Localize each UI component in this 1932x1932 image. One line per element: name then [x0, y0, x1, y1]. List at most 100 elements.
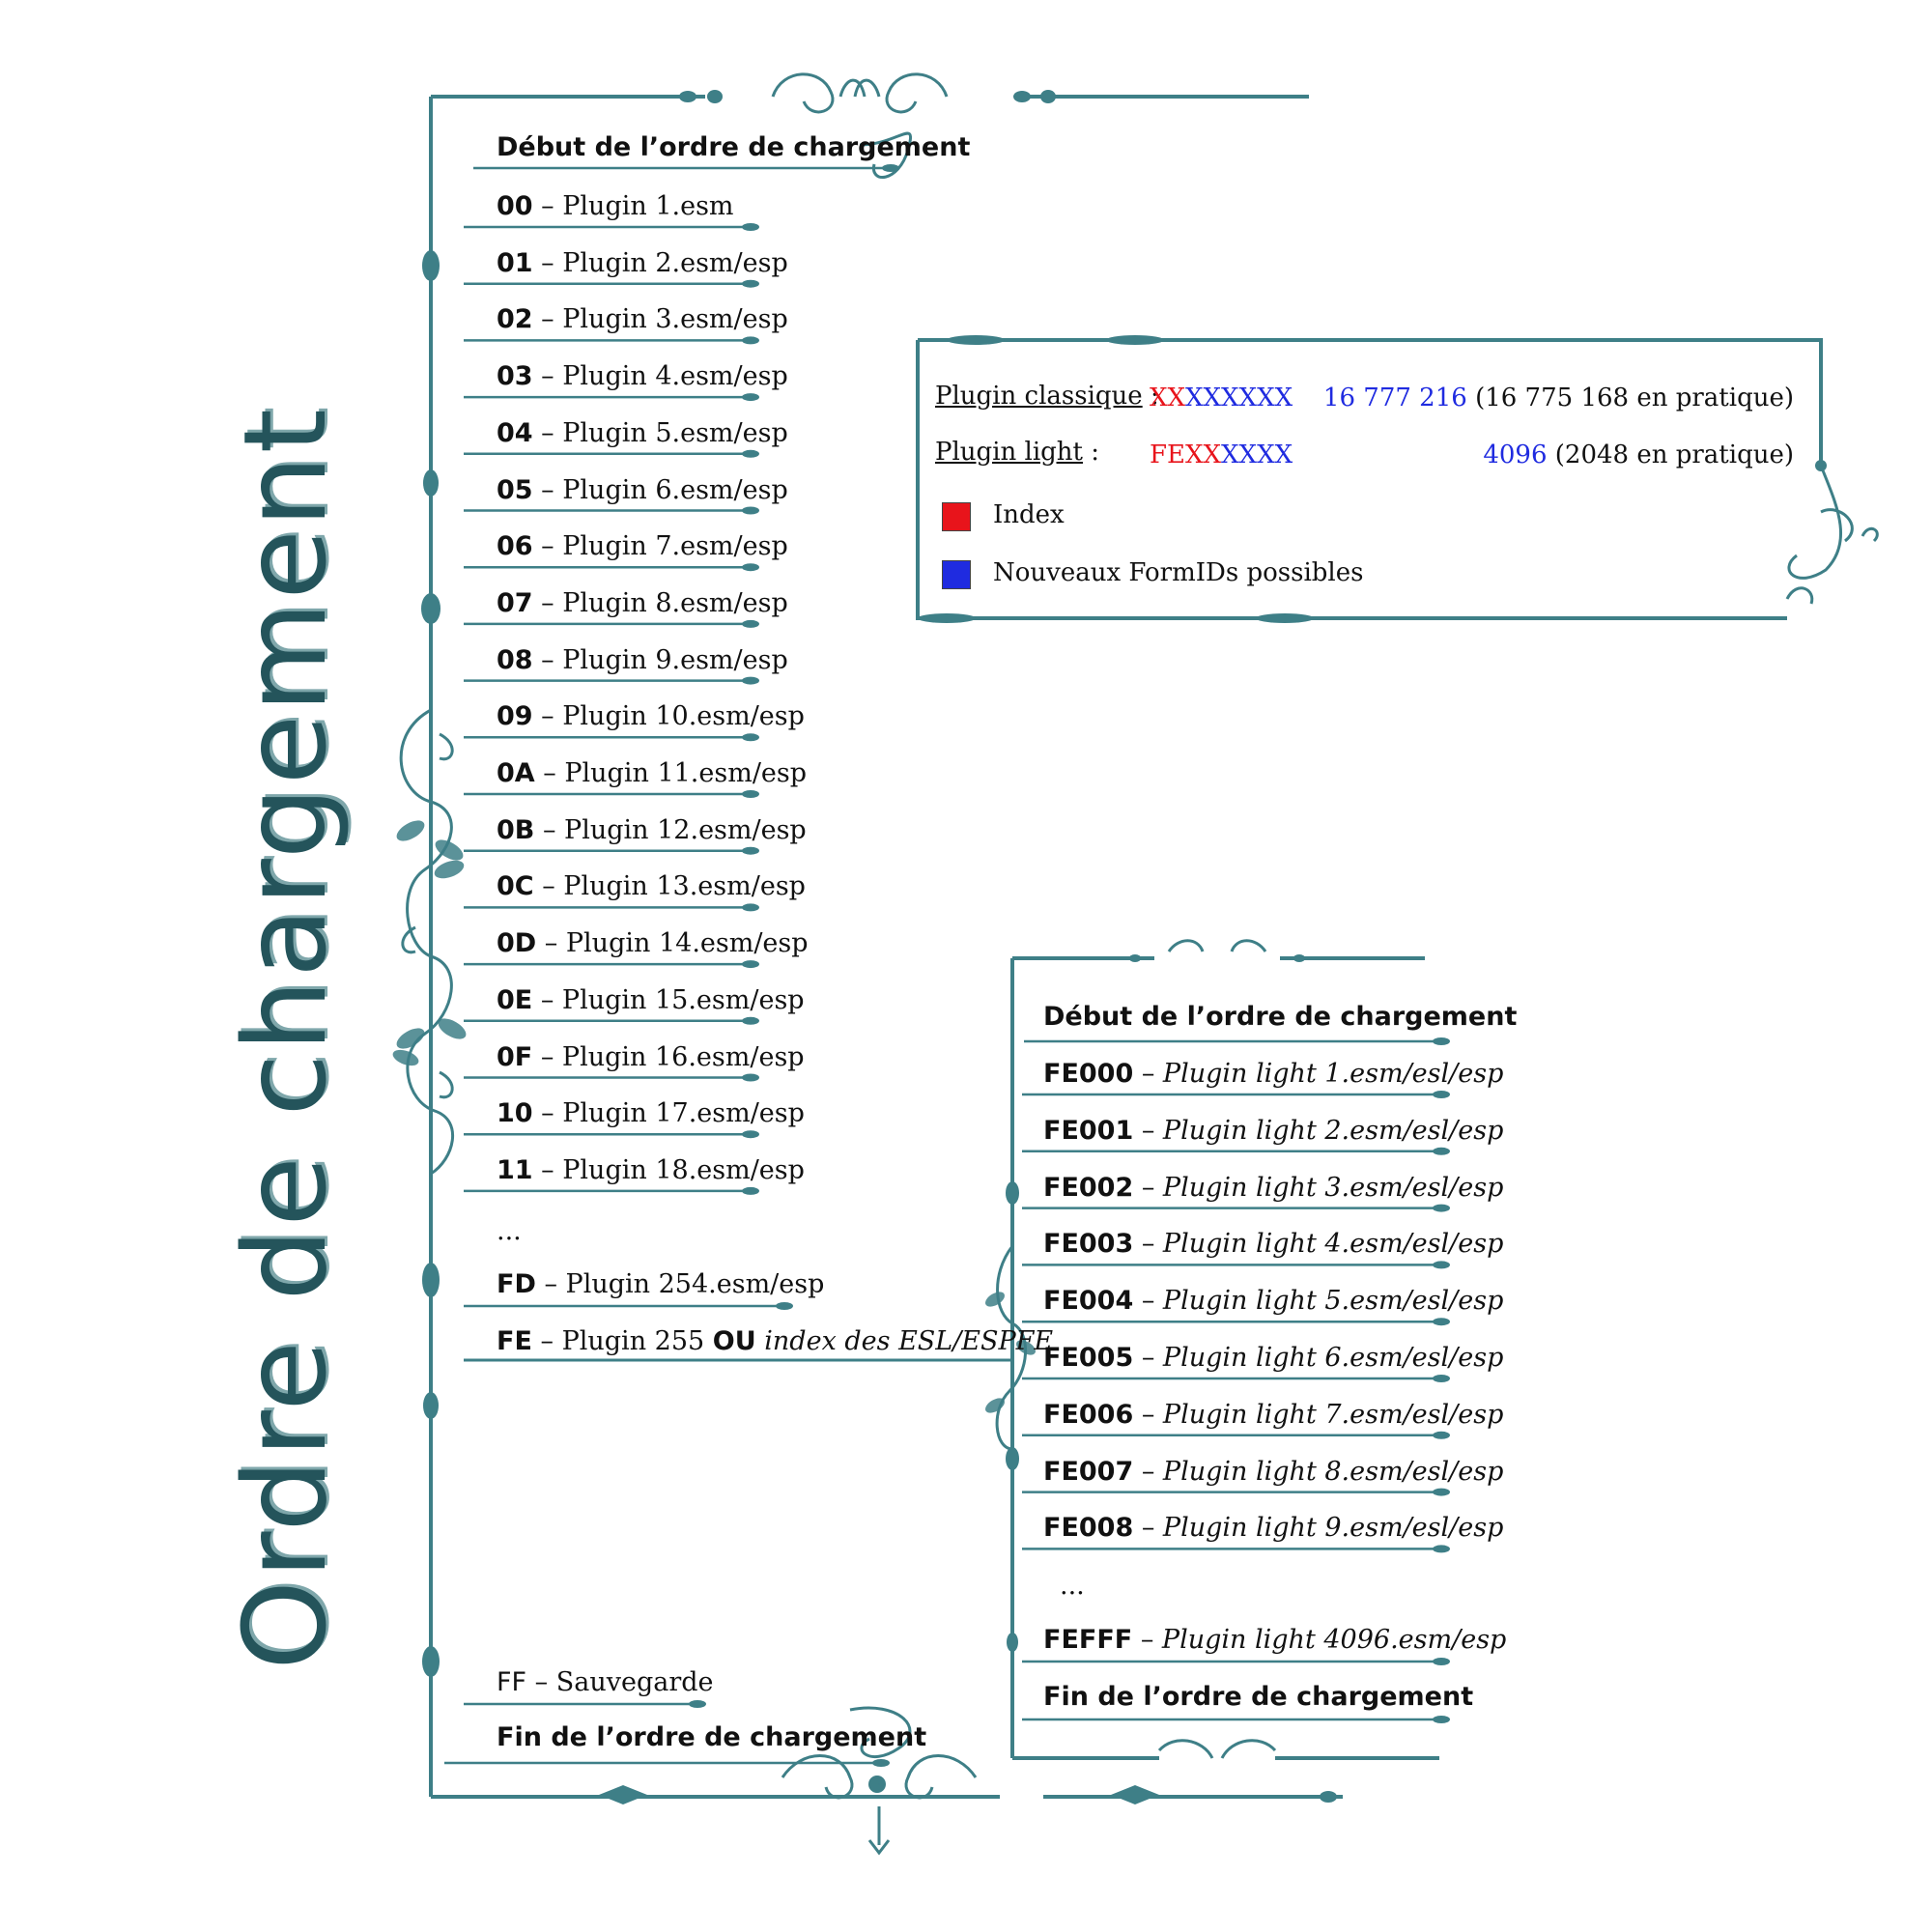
main-row-dash: – [533, 191, 563, 221]
classic-capacity: 16 777 216 (16 775 168 en pratique) [1323, 384, 1794, 412]
main-row: 00 – Plugin 1.esm [497, 188, 734, 225]
ff-dash: – [535, 1667, 556, 1697]
row-underline-end [872, 1759, 890, 1767]
row-underline-end [1433, 1716, 1450, 1723]
light-row: FE001 – Plugin light 2.esm/esl/esp [1043, 1113, 1503, 1150]
main-row: 0E – Plugin 15.esm/esp [497, 982, 805, 1019]
main-row-code: 09 [497, 701, 533, 731]
ff-row: FF – Sauvegarde [497, 1664, 714, 1701]
light-row-code: FE002 [1043, 1173, 1133, 1203]
main-row-dash: – [532, 1042, 562, 1072]
main-row-dash: – [533, 475, 563, 505]
main-row-dash: – [536, 928, 566, 958]
main-row-code: 10 [497, 1098, 533, 1128]
main-row-name: Plugin 13.esm/esp [563, 871, 806, 901]
row-underline-end [742, 223, 759, 231]
main-row-dash: – [533, 701, 563, 731]
light-capacity: 4096 (2048 en pratique) [1483, 440, 1794, 469]
main-row: 06 – Plugin 7.esm/esp [497, 528, 788, 565]
main-row: 04 – Plugin 5.esm/esp [497, 415, 788, 452]
light-row-code: FE007 [1043, 1457, 1133, 1487]
light-row-dash: – [1133, 1229, 1163, 1259]
main-row-code: 0C [497, 871, 534, 901]
light-row: FE000 – Plugin light 1.esm/esl/esp [1043, 1056, 1503, 1093]
fefff-row: FEFFF – Plugin light 4096.esm/esp [1043, 1622, 1506, 1659]
main-row-dash: – [534, 871, 564, 901]
main-row-code: 07 [497, 588, 533, 618]
classic-count: 16 777 216 [1323, 384, 1467, 412]
light-label: Plugin light [935, 438, 1083, 467]
light-row: FE007 – Plugin light 8.esm/esl/esp [1043, 1454, 1503, 1491]
main-row-dash: – [533, 418, 563, 448]
main-row-code: 0D [497, 928, 536, 958]
main-row-dash: – [533, 361, 563, 391]
index-label: Index [993, 500, 1065, 529]
classic-formids: XXXXXX [1185, 384, 1293, 412]
light-row-code: FE005 [1043, 1343, 1133, 1373]
row-underline-end [689, 1700, 706, 1708]
legend-light-row: Plugin light : [935, 438, 1099, 467]
main-row-code: 01 [497, 248, 533, 278]
main-row-code: 11 [497, 1155, 533, 1185]
fd-dash: – [544, 1269, 565, 1299]
main-row-code: 02 [497, 304, 533, 334]
light-start-label: Début de l’ordre de chargement [1043, 1002, 1517, 1032]
light-row-code: FE008 [1043, 1513, 1133, 1543]
fe-code: FE [497, 1326, 532, 1356]
main-row-name: Plugin 7.esm/esp [562, 531, 788, 561]
main-row: 05 – Plugin 6.esm/esp [497, 472, 788, 509]
ff-name: Sauvegarde [556, 1667, 714, 1697]
light-row-code: FE003 [1043, 1229, 1133, 1259]
main-row-name: Plugin 2.esm/esp [562, 248, 788, 278]
main-ellipsis: ... [497, 1213, 522, 1250]
fd-name: Plugin 254.esm/esp [566, 1269, 825, 1299]
light-row-name: Plugin light 1.esm/esl/esp [1163, 1059, 1503, 1089]
main-row: 11 – Plugin 18.esm/esp [497, 1152, 805, 1189]
main-row-dash: – [534, 815, 564, 845]
light-row-code: FE001 [1043, 1116, 1133, 1146]
main-row-dash: – [533, 1098, 563, 1128]
fe-ou: OU [713, 1326, 756, 1356]
main-row-name: Plugin 11.esm/esp [564, 758, 807, 788]
formids-swatch [942, 560, 971, 589]
fefff-dash: – [1141, 1625, 1162, 1655]
main-row-dash: – [533, 248, 563, 278]
main-row-code: 0E [497, 985, 532, 1015]
main-row-code: 0A [497, 758, 535, 788]
light-row-dash: – [1133, 1343, 1163, 1373]
light-row-dash: – [1133, 1059, 1163, 1089]
main-row: 0B – Plugin 12.esm/esp [497, 812, 807, 849]
main-row: 0A – Plugin 11.esm/esp [497, 755, 807, 792]
main-row-name: Plugin 8.esm/esp [562, 588, 788, 618]
main-row: 0D – Plugin 14.esm/esp [497, 925, 809, 962]
light-row: FE008 – Plugin light 9.esm/esl/esp [1043, 1510, 1503, 1547]
fe-row: FE – Plugin 255 OU index des ESL/ESPFE [497, 1323, 1053, 1360]
main-row-dash: – [533, 304, 563, 334]
light-row-name: Plugin light 3.esm/esl/esp [1163, 1173, 1503, 1203]
main-row-code: 04 [497, 418, 533, 448]
light-row-dash: – [1133, 1457, 1163, 1487]
light-row-dash: – [1133, 1286, 1163, 1316]
main-row: 0C – Plugin 13.esm/esp [497, 868, 806, 905]
light-ellipsis: ... [1060, 1568, 1085, 1605]
light-row-name: Plugin light 6.esm/esl/esp [1163, 1343, 1503, 1373]
main-row-name: Plugin 9.esm/esp [562, 645, 788, 675]
light-row-name: Plugin light 8.esm/esl/esp [1163, 1457, 1503, 1487]
main-row: 09 – Plugin 10.esm/esp [497, 698, 805, 735]
light-count: 4096 [1483, 440, 1547, 469]
main-row-dash: – [533, 1155, 563, 1185]
light-row-dash: – [1133, 1400, 1163, 1430]
main-end-label: Fin de l’ordre de chargement [497, 1722, 926, 1752]
light-row-name: Plugin light 5.esm/esl/esp [1163, 1286, 1503, 1316]
main-row-dash: – [535, 758, 565, 788]
main-row: 07 – Plugin 8.esm/esp [497, 585, 788, 622]
fe-name-prefix: Plugin 255 [562, 1326, 705, 1356]
light-note: (2048 en pratique) [1555, 440, 1794, 469]
main-row: 0F – Plugin 16.esm/esp [497, 1039, 805, 1076]
main-row: 08 – Plugin 9.esm/esp [497, 642, 788, 679]
main-row-code: 08 [497, 645, 533, 675]
main-row-name: Plugin 3.esm/esp [562, 304, 788, 334]
main-row-name: Plugin 15.esm/esp [562, 985, 805, 1015]
main-row-code: 06 [497, 531, 533, 561]
light-mask: FEXXXXXX [1150, 440, 1293, 469]
